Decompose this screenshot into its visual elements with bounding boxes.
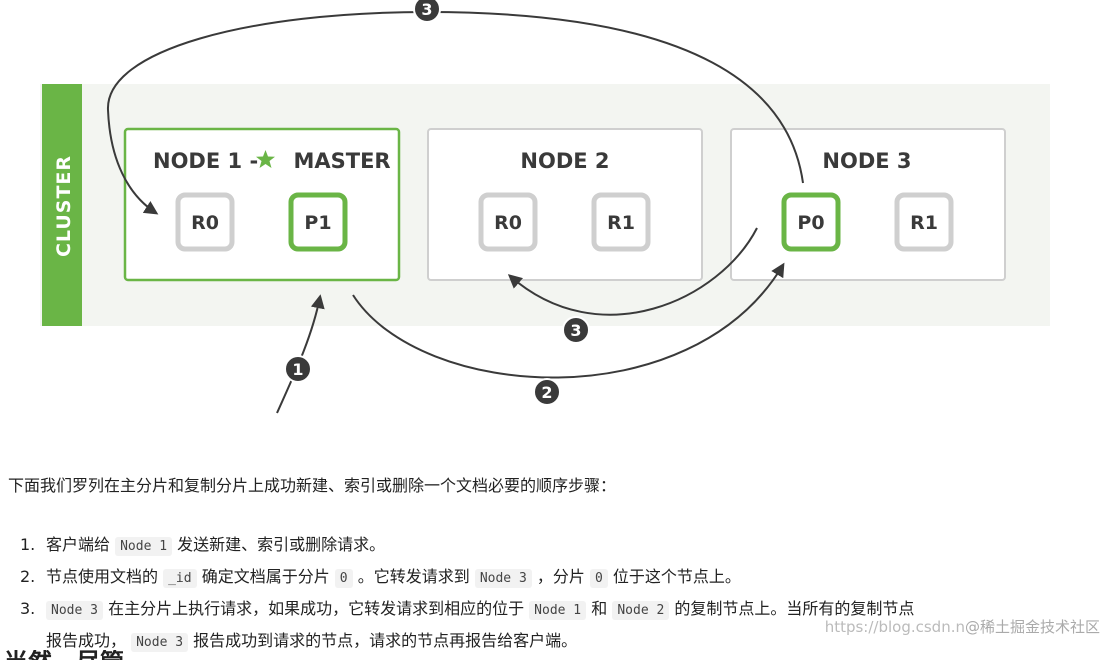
- svg-text:3: 3: [421, 0, 432, 19]
- svg-text:P0: P0: [797, 212, 824, 234]
- shard-p0: P0: [781, 192, 841, 252]
- step-badge-1: 1: [284, 355, 312, 383]
- cluster-label: CLUSTER: [53, 155, 75, 257]
- svg-text:R1: R1: [607, 212, 635, 234]
- svg-text:2: 2: [541, 383, 552, 402]
- inline-code: _id: [163, 569, 197, 588]
- step-badge-3-bottom: 3: [562, 316, 590, 344]
- node-3: NODE 3 P0 R1: [730, 128, 1006, 281]
- shard-r0: R0: [478, 192, 538, 252]
- step-badge-3-top: 3: [413, 0, 441, 23]
- inline-code: 0: [334, 569, 353, 588]
- star-icon: [256, 150, 275, 168]
- shard-r1: R1: [591, 192, 651, 252]
- svg-text:P1: P1: [304, 212, 331, 234]
- inline-code: Node 2: [612, 601, 670, 620]
- shard-r0: R0: [175, 192, 235, 252]
- cluster-band: [42, 84, 82, 326]
- inline-code: Node 3: [46, 601, 103, 620]
- node-3-title: NODE 3: [822, 149, 911, 173]
- steps-list: 1. 客户端给 Node 1 发送新建、索引或删除请求。 2. 节点使用文档的 …: [20, 530, 914, 658]
- list-item: 3. Node 3 在主分片上执行请求，如果成功，它转发请求到相应的位于 Nod…: [20, 599, 915, 652]
- node-1: NODE 1 - MASTER R0 P1: [123, 127, 401, 282]
- list-item: 1. 客户端给 Node 1 发送新建、索引或删除请求。: [20, 535, 386, 556]
- watermark: https://blog.csdn.n@稀土掘金技术社区: [824, 618, 1100, 636]
- list-item: 2. 节点使用文档的 _id 确定文档属于分片 0 。它转发请求到 Node 3…: [20, 567, 741, 588]
- svg-text:3: 3: [570, 321, 581, 340]
- inline-code: Node 3: [474, 569, 532, 588]
- truncated-heading: 当然，尽管: [4, 650, 154, 660]
- node-1-title: NODE 1 - MASTER: [153, 149, 391, 173]
- svg-text:R0: R0: [191, 212, 219, 234]
- arrow-step-3-top: [106, 10, 804, 215]
- svg-text:R1: R1: [910, 212, 938, 234]
- step-badge-2: 2: [533, 378, 561, 406]
- shard-p1: P1: [288, 192, 348, 252]
- intro-paragraph: 下面我们罗列在主分片和复制分片上成功新建、索引或删除一个文档必要的顺序步骤：: [8, 476, 617, 495]
- inline-code: Node 3: [131, 633, 189, 652]
- arrow-step-2: [352, 262, 785, 379]
- cluster-diagram: CLUSTER NODE 1 - MASTER R0 P1 NODE 2 R0 …: [40, 0, 1050, 414]
- shard-r1: R1: [894, 192, 954, 252]
- inline-code: Node 1: [529, 601, 587, 620]
- inline-code: 0: [590, 569, 608, 588]
- svg-text:R0: R0: [494, 212, 522, 234]
- svg-text:1: 1: [292, 360, 303, 379]
- arrow-step-3-bottom: [507, 227, 758, 316]
- inline-code: Node 1: [115, 537, 173, 556]
- node-2: NODE 2 R0 R1: [427, 128, 703, 281]
- node-2-title: NODE 2: [520, 149, 609, 173]
